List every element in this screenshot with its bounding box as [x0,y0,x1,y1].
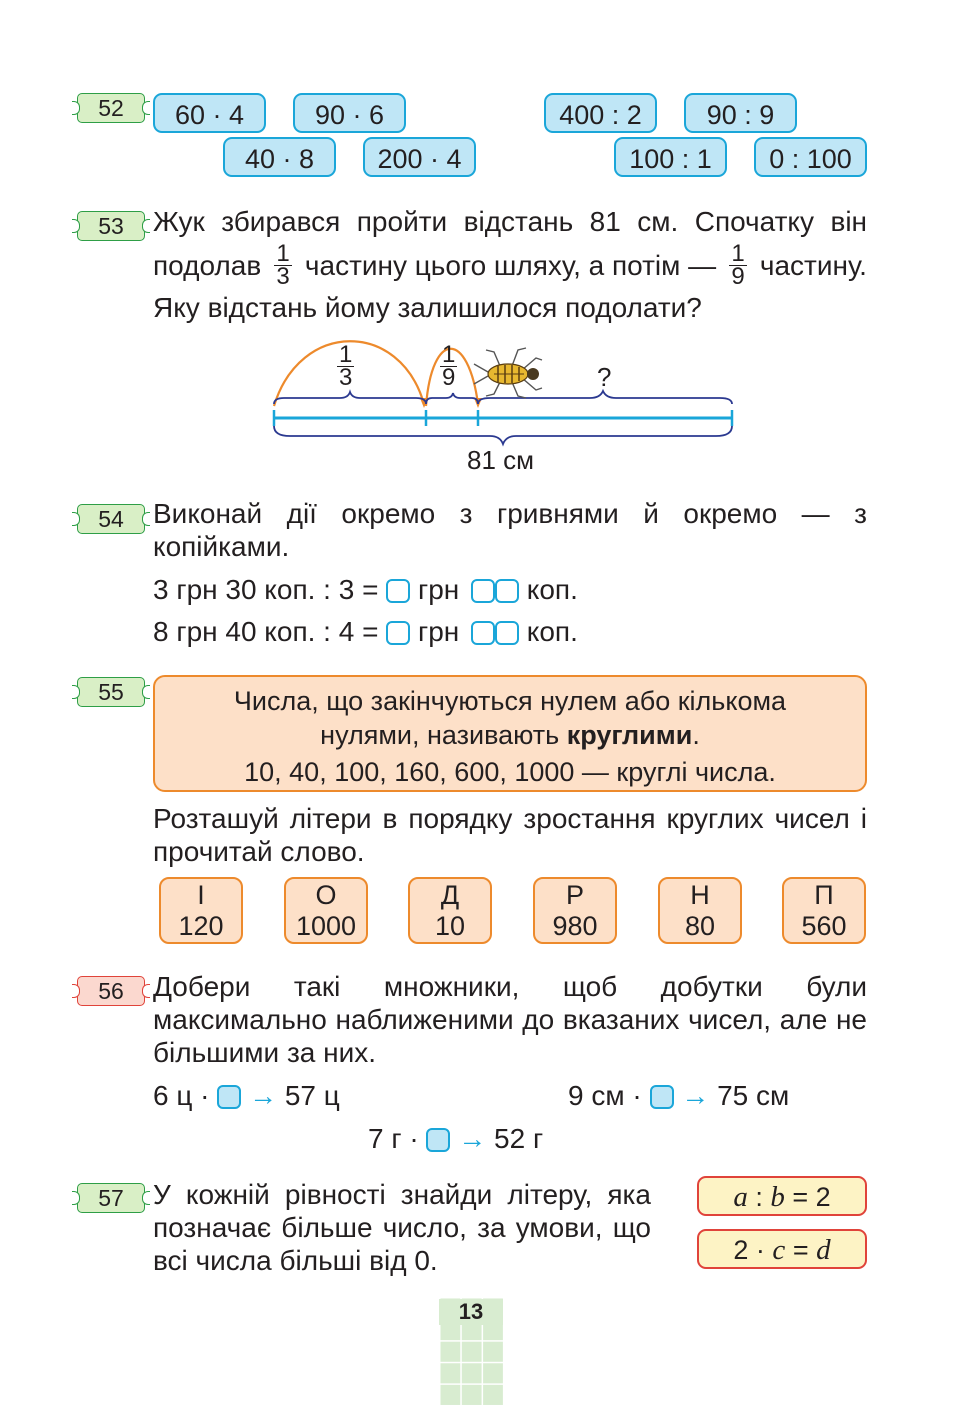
rule-box: Числа, що закінчуються нулем або кільком… [153,675,867,792]
money-expression: 3 грн 30 коп. : 3 = [153,574,379,605]
answer-box-kop-tens[interactable] [471,621,496,645]
arrow-right-icon: → [681,1080,710,1111]
card-letter: О [315,880,337,910]
problem-text: Розташуй літери в порядку зростання круг… [153,803,867,867]
problem-text-line: позначає більше число, за умови, що [153,1212,651,1243]
problem-text: Добери такі множники, щоб добутки були м… [153,971,867,1068]
problem-text-line: всі числа більші від 0. [153,1245,438,1276]
factor-row: 6 ц · → 57 ц [153,1080,340,1111]
beetle-icon [473,347,543,399]
card-value: 1000 [295,911,357,941]
expression-card: 60 · 4 [153,93,266,133]
expression-card: 200 · 4 [363,137,476,177]
card-letter: І [197,880,205,910]
card-value: 10 [434,911,466,941]
answer-box-kop-units[interactable] [495,621,520,645]
money-row-1: 3 грн 30 коп. : 3 = грн коп. [153,573,578,606]
card-value: 80 [684,911,716,941]
arrow-right-icon: → [249,1080,278,1111]
expression-card: 100 : 1 [614,137,727,177]
exercise-number-56: 56 [72,976,150,1006]
unit-kop: коп. [526,574,578,605]
unit-kop: коп. [526,616,578,647]
card-letter: Р [565,880,584,910]
card-letter: Д [440,880,460,910]
problem-text: Жук збирався пройти відстань 81 см. Споч… [153,206,867,237]
jump-arc-one-third [272,340,426,407]
expression-card: 90 · 6 [293,93,406,133]
problem-text: Яку відстань йому залишилося подолати? [153,292,702,323]
diagram-label-total: 81 см [467,445,535,475]
answer-box-hrn[interactable] [386,579,411,603]
card-value: 560 [801,911,847,941]
money-expression: 8 грн 40 коп. : 4 = [153,616,379,647]
exercise-number-57: 57 [72,1183,150,1213]
arrow-right-icon: → [458,1123,487,1154]
exercise-number-54: 54 [72,504,150,534]
problem-text: подолав [153,249,262,281]
unit-hrn: грн [417,574,460,605]
rule-line: Числа, що закінчуються нулем або кільком… [233,686,787,716]
equation-2-times-c: 2 · c = d [697,1229,867,1269]
diagram-label-question: ? [597,362,612,392]
exercise-number-55: 55 [72,677,150,707]
card-value: 980 [552,911,598,941]
factor-row: 9 см · → 75 см [568,1080,790,1111]
brace-segment-1 [273,389,427,405]
rule-keyword: круглими [566,720,693,750]
expression-card: 90 : 9 [684,93,797,133]
problem-text-line: Жук збирався пройти відстань 81 см. Споч… [153,205,867,238]
rule-line: 10, 40, 100, 160, 600, 1000 — круглі чис… [244,757,776,787]
answer-box-factor[interactable] [649,1085,674,1109]
brace-total [273,425,733,447]
problem-text: частину. [759,249,867,281]
money-row-2: 8 грн 40 коп. : 4 = грн коп. [153,615,578,648]
expression-card: 0 : 100 [754,137,867,177]
answer-box-factor[interactable] [217,1085,242,1109]
distance-diagram [272,340,734,447]
card-letter: Н [690,880,710,910]
expression-card: 40 · 8 [223,137,336,177]
answer-box-factor[interactable] [426,1128,451,1152]
problem-text: частину цього шляху, а потім — [304,249,717,281]
answer-box-kop-units[interactable] [495,579,520,603]
answer-box-kop-tens[interactable] [471,579,496,603]
exercise-number-52: 52 [72,93,150,123]
problem-text: Виконай дії окремо з гривнями й окремо —… [153,498,867,562]
brace-segment-3 [477,388,733,405]
equation-a-div-b: a : b = 2 [697,1176,867,1216]
page-number: 13 [439,1299,503,1325]
brace-segment-2 [425,392,479,405]
problem-text-line: У кожній рівності знайди літеру, яка [153,1179,651,1210]
page-number-block: 13 [439,1297,503,1405]
factor-row: 7 г · → 52 г [368,1123,544,1154]
card-letter: П [814,880,834,910]
jump-arc-one-ninth [424,347,480,407]
exercise-number-53: 53 [72,211,150,241]
problem-text-line: Яку відстань йому залишилося подолати? [153,291,702,324]
rule-line: нулями, називають круглими. [320,720,700,750]
unit-hrn: грн [417,616,460,647]
expression-card: 400 : 2 [544,93,657,133]
answer-box-hrn[interactable] [386,621,411,645]
card-value: 120 [178,911,224,941]
